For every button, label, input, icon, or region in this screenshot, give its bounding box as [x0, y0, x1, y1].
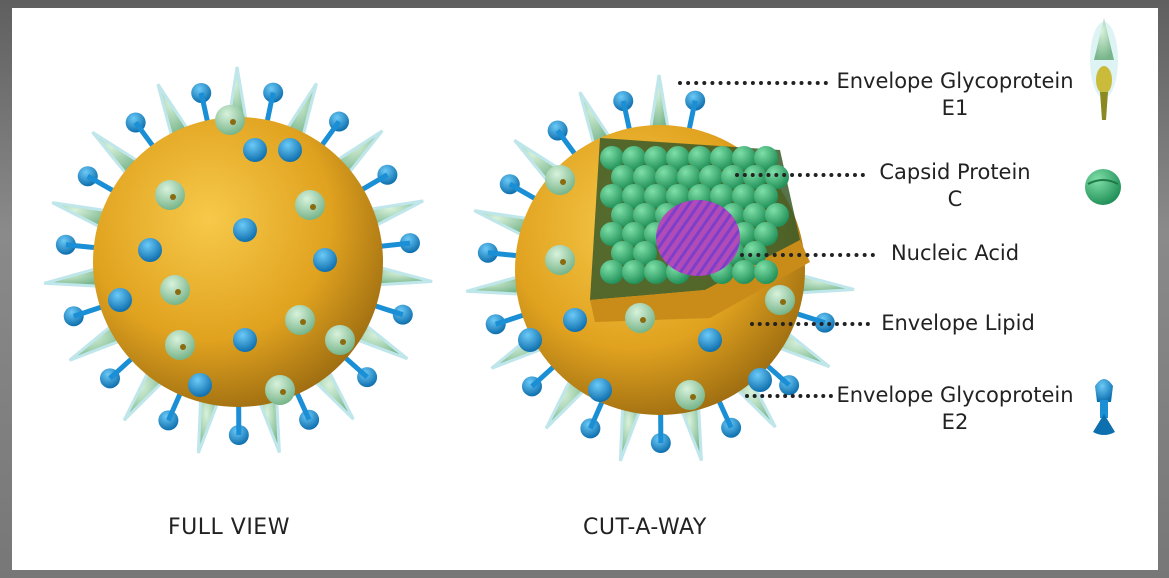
surface-e2-protein — [518, 328, 542, 352]
surface-e2-protein — [313, 248, 337, 272]
glycoprotein-e1-spike — [44, 268, 100, 286]
label-capsid-line2: C — [870, 186, 1040, 213]
glycoprotein-e1-spike — [798, 275, 854, 293]
leader-line-e2 — [745, 394, 833, 398]
legend-capsid-icon — [1085, 169, 1121, 205]
surface-e1-protein — [155, 180, 185, 210]
glycoprotein-e2-spike — [500, 174, 520, 194]
surface-e1-protein — [675, 380, 705, 410]
surface-e2-protein — [278, 138, 302, 162]
surface-e2-protein — [243, 138, 267, 162]
label-capsid-protein: Capsid Protein C — [870, 159, 1040, 213]
surface-e2-protein — [138, 238, 162, 262]
surface-e1-tip — [340, 339, 346, 345]
label-e1-line2: E1 — [835, 95, 1075, 122]
nucleic-acid — [656, 200, 740, 276]
surface-e2-protein — [588, 378, 612, 402]
capsid-protein-ball — [732, 260, 756, 284]
glycoprotein-e1-spike — [376, 267, 432, 285]
leader-line-e1 — [678, 81, 828, 85]
surface-e1-protein — [325, 325, 355, 355]
surface-e1-tip — [780, 299, 786, 305]
glycoprotein-e1-spike — [650, 75, 668, 130]
surface-e1-tip — [170, 194, 176, 200]
surface-e2-protein — [108, 288, 132, 312]
glycoprotein-e1-spike — [259, 397, 279, 453]
surface-e1-protein — [765, 285, 795, 315]
surface-e1-protein — [625, 303, 655, 333]
surface-e1-tip — [180, 344, 186, 350]
leader-line-capsid — [735, 173, 865, 177]
surface-e1-tip — [230, 119, 236, 125]
surface-e1-protein — [285, 305, 315, 335]
surface-e1-tip — [175, 289, 181, 295]
glycoprotein-e1-spike — [466, 276, 522, 294]
legend-e1-icon — [1090, 18, 1118, 120]
label-capsid-line1: Capsid Protein — [870, 159, 1040, 186]
label-e1-line1: Envelope Glycoprotein — [835, 68, 1075, 95]
surface-e1-tip — [300, 319, 306, 325]
capsid-protein-ball — [754, 260, 778, 284]
full-view-virion — [44, 67, 432, 453]
label-nucleic-acid: Nucleic Acid — [880, 240, 1030, 267]
surface-e1-protein — [160, 275, 190, 305]
surface-e1-protein — [265, 375, 295, 405]
legend-e2-icon — [1093, 379, 1115, 435]
label-envelope-glycoprotein-e2: Envelope Glycoprotein E2 — [835, 382, 1075, 436]
leader-line-envelope-lipid — [750, 322, 870, 326]
surface-e1-tip — [690, 394, 696, 400]
surface-e2-protein — [698, 328, 722, 352]
surface-e1-protein — [165, 330, 195, 360]
surface-e1-protein — [545, 165, 575, 195]
caption-full-view: FULL VIEW — [168, 515, 290, 540]
surface-e1-tip — [560, 179, 566, 185]
surface-e1-tip — [310, 204, 316, 210]
surface-e2-protein — [233, 328, 257, 352]
surface-e2-protein — [233, 218, 257, 242]
surface-e1-protein — [215, 105, 245, 135]
surface-e1-tip — [640, 317, 646, 323]
leader-line-nucleic-acid — [740, 253, 875, 257]
surface-e1-protein — [295, 190, 325, 220]
surface-e1-tip — [560, 259, 566, 265]
label-envelope-glycoprotein-e1: Envelope Glycoprotein E1 — [835, 68, 1075, 122]
surface-e2-protein — [748, 368, 772, 392]
capsid-protein-ball — [622, 260, 646, 284]
label-e2-line1: Envelope Glycoprotein — [835, 382, 1075, 409]
label-e2-line2: E2 — [835, 409, 1075, 436]
caption-cut-away: CUT-A-WAY — [583, 515, 707, 540]
surface-e2-protein — [563, 308, 587, 332]
surface-e1-tip — [280, 389, 286, 395]
surface-e2-protein — [188, 373, 212, 397]
label-nucleic-line1: Nucleic Acid — [880, 240, 1030, 267]
surface-e1-protein — [545, 245, 575, 275]
full-view-envelope — [93, 117, 383, 407]
capsid-protein-ball — [644, 260, 668, 284]
glycoprotein-e1-spike — [198, 397, 218, 453]
label-envelope-lipid: Envelope Lipid — [873, 310, 1043, 337]
capsid-protein-ball — [600, 260, 624, 284]
cut-away-virion — [466, 75, 854, 461]
label-lipid-line1: Envelope Lipid — [873, 310, 1043, 337]
glycoprotein-e1-spike — [681, 405, 701, 461]
glycoprotein-e1-spike — [620, 405, 640, 461]
